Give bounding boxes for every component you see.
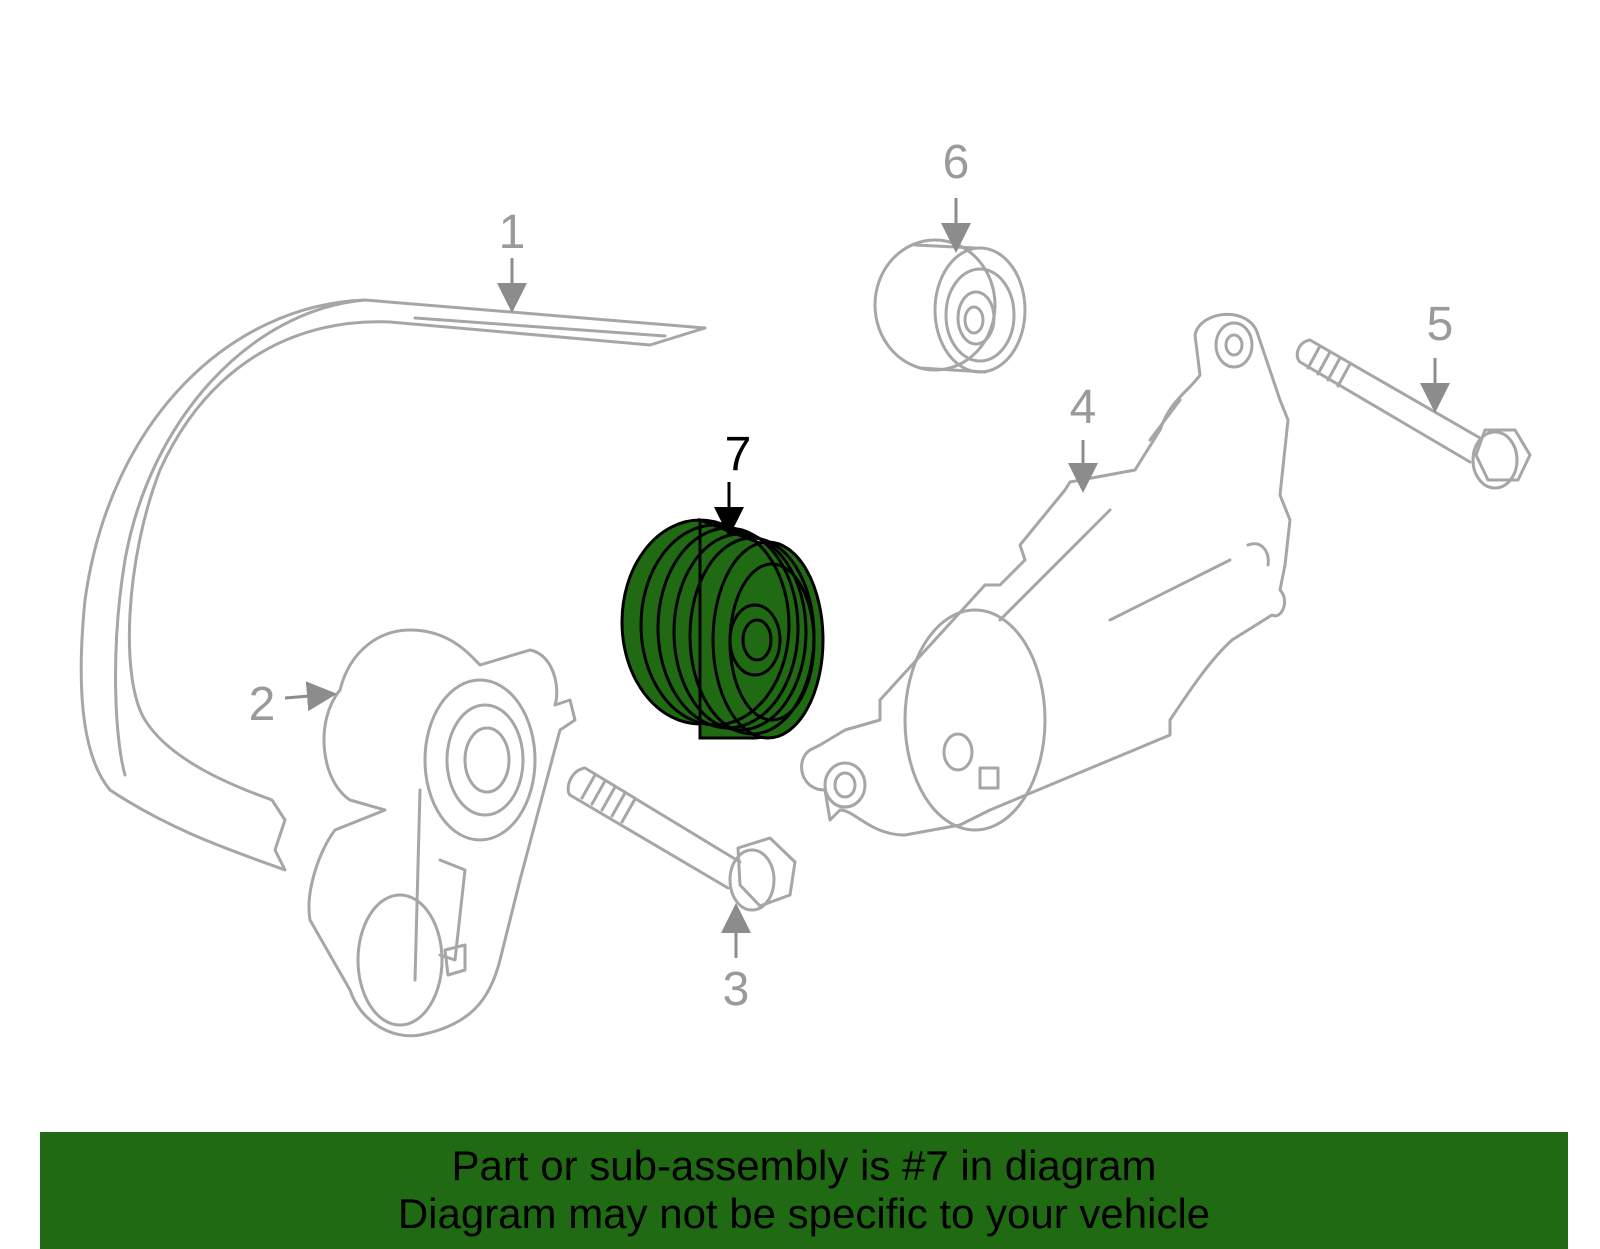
bolt-part-3[interactable]	[566, 766, 797, 912]
callout-arrow-2	[284, 681, 337, 712]
belt-part-1[interactable]	[79, 298, 707, 872]
bracket-part-4[interactable]	[800, 312, 1292, 837]
bolt-part-5[interactable]	[1295, 338, 1532, 490]
callout-6: 6	[943, 136, 970, 189]
tensioner-part-2[interactable]	[307, 628, 577, 1038]
banner-line-2: Diagram may not be specific to your vehi…	[397, 1190, 1211, 1237]
pulley-part-6[interactable]	[873, 238, 1027, 374]
callout-5: 5	[1427, 298, 1454, 351]
callout-arrows	[284, 198, 1450, 958]
callout-4: 4	[1070, 381, 1097, 434]
callout-2: 2	[249, 678, 276, 731]
pulley-part-7-highlighted[interactable]	[620, 517, 825, 740]
banner-line-1: Part or sub-assembly is #7 in diagram	[451, 1142, 1157, 1189]
callout-7: 7	[725, 428, 752, 481]
callout-3: 3	[723, 963, 750, 1016]
callout-1: 1	[499, 206, 526, 259]
info-banner: Part or sub-assembly is #7 in diagram Di…	[40, 1132, 1568, 1249]
